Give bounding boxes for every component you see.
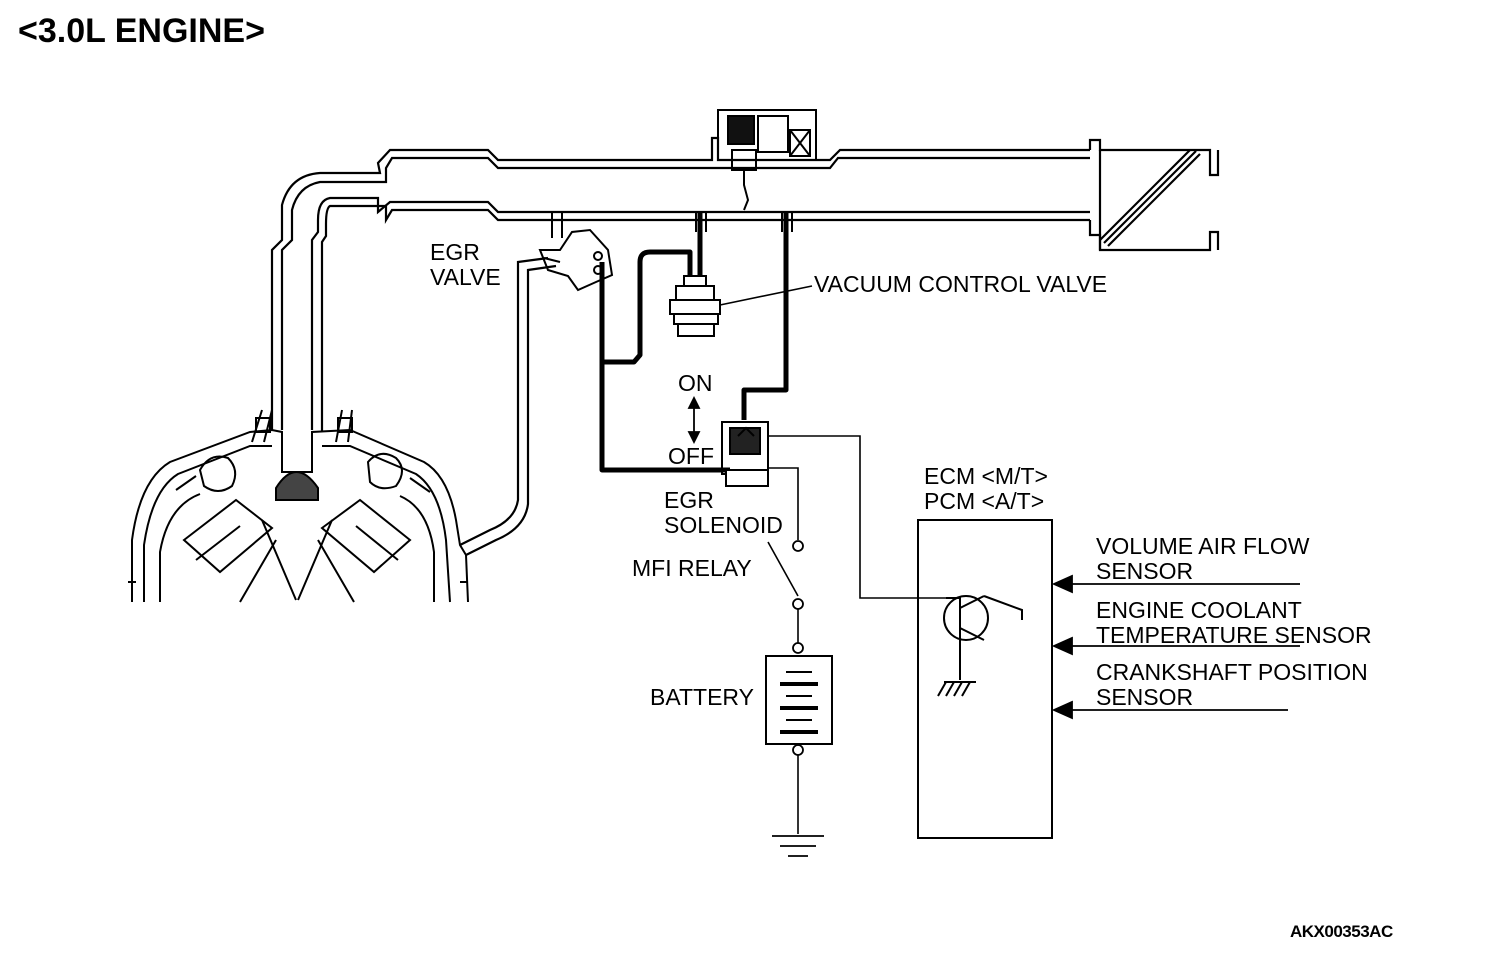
manifold-taps <box>551 212 793 238</box>
egr-solenoid-label: EGR SOLENOID <box>664 488 783 538</box>
page-title: <3.0L ENGINE> <box>18 12 265 50</box>
egr-valve-body <box>538 228 614 292</box>
sensor-label-line: SENSOR <box>1096 558 1194 584</box>
engine-block <box>128 409 469 603</box>
sensor-label-line: ENGINE COOLANT <box>1096 597 1302 623</box>
sensor-label-volume-air-flow: VOLUME AIR FLOW SENSOR <box>1096 534 1309 584</box>
sensor-label-line: TEMPERATURE SENSOR <box>1096 622 1372 648</box>
vacuum-control-valve-label: VACUUM CONTROL VALVE <box>814 271 1108 297</box>
battery-label: BATTERY <box>650 684 754 710</box>
intake-pipe <box>270 136 1220 556</box>
idle-control-module <box>717 109 817 211</box>
egr-valve-label-line2: VALVE <box>430 264 501 290</box>
egr-solenoid-body <box>721 421 769 487</box>
figure-id: AKX00353AC <box>1290 922 1393 941</box>
sensor-label-line: SENSOR <box>1096 684 1194 710</box>
egr-valve-label-line1: EGR <box>430 239 480 265</box>
sensor-label-line: VOLUME AIR FLOW <box>1096 533 1310 559</box>
mfi-relay-label: MFI RELAY <box>632 555 752 581</box>
vcv-leader-line <box>719 285 813 306</box>
mfi-relay-contacts <box>792 540 804 756</box>
sensor-label-engine-coolant: ENGINE COOLANT TEMPERATURE SENSOR <box>1096 598 1372 648</box>
ecm-pcm-label: ECM <M/T> PCM <A/T> <box>924 464 1048 514</box>
vacuum-hoses <box>599 212 789 473</box>
egr-solenoid-label-line1: EGR <box>664 487 714 513</box>
switch-on-label: ON <box>678 370 713 396</box>
battery-symbol <box>765 655 833 745</box>
sensor-arrows <box>1051 574 1300 720</box>
battery-ground <box>772 835 824 857</box>
egr-valve-label: EGR VALVE <box>430 240 501 290</box>
vacuum-control-valve <box>669 275 721 337</box>
switch-off-label: OFF <box>668 443 714 469</box>
sensor-label-crankshaft-position: CRANKSHAFT POSITION SENSOR <box>1096 660 1368 710</box>
on-off-arrow <box>687 395 701 445</box>
ecm-label-line: ECM <M/T> <box>924 463 1048 489</box>
sensor-label-line: CRANKSHAFT POSITION <box>1096 659 1368 685</box>
egr-solenoid-label-line2: SOLENOID <box>664 512 783 538</box>
wiring <box>767 435 946 834</box>
ecm-pcm-box <box>917 519 1053 839</box>
pcm-label-line: PCM <A/T> <box>924 488 1045 514</box>
